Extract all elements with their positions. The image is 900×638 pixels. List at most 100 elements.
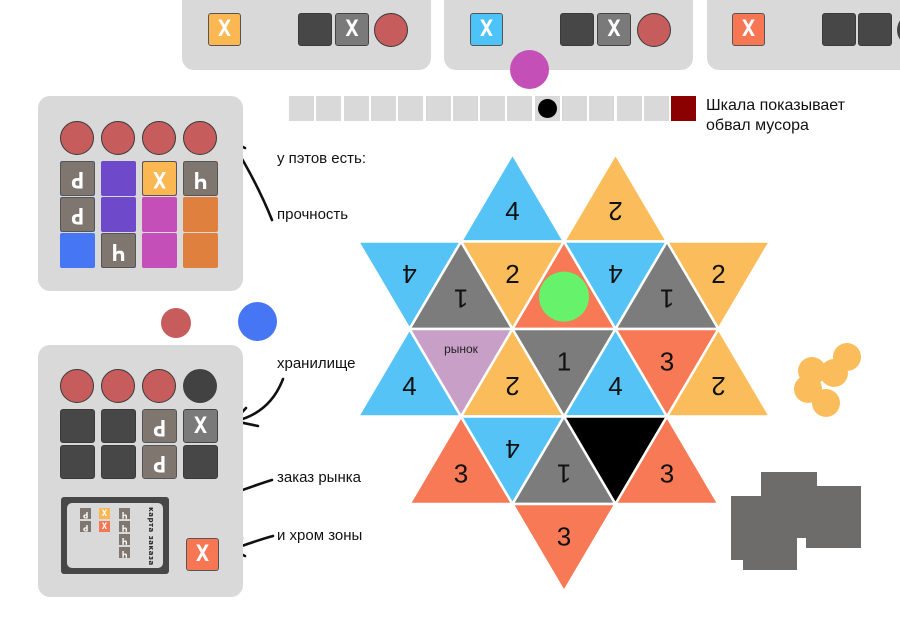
chrome-zone-chip[interactable]: Х — [186, 538, 219, 571]
tile-label: Х — [193, 413, 208, 439]
storage-slot[interactable]: Х — [183, 409, 218, 443]
board-tile[interactable]: 2 — [562, 152, 669, 243]
tile-value: 4 — [402, 371, 416, 401]
track-cell[interactable] — [316, 96, 342, 121]
slot-tile[interactable] — [298, 13, 332, 46]
resource-tile[interactable]: Х — [142, 161, 177, 196]
storage-slot[interactable]: Р — [142, 445, 177, 479]
track-marker[interactable] — [537, 99, 557, 118]
order-item: Ч — [119, 547, 130, 558]
order-item: Ч — [119, 534, 130, 545]
storage-slot[interactable]: Р — [142, 409, 177, 443]
pet-slot[interactable] — [101, 197, 136, 232]
track-cell[interactable] — [480, 96, 506, 121]
tile-value: 4 — [608, 371, 622, 401]
board-tile[interactable]: 2 — [665, 327, 772, 418]
durability-disc — [897, 13, 900, 47]
market-label: рынок — [444, 342, 479, 356]
track-cell[interactable] — [398, 96, 424, 121]
pet-slot[interactable]: Ч — [183, 161, 218, 196]
player-panel-2: X X — [444, 0, 693, 70]
tile-value: 2 — [505, 371, 519, 401]
pet-slot[interactable] — [142, 197, 177, 232]
track-cell[interactable] — [370, 96, 396, 121]
resource-tile[interactable]: Р — [60, 161, 95, 196]
order-item-label: Х — [101, 508, 108, 519]
tile-value: 2 — [505, 259, 519, 289]
track-cell[interactable] — [589, 96, 615, 121]
tile-value: 2 — [711, 371, 725, 401]
rubble-pile[interactable] — [730, 470, 870, 575]
track-cell[interactable] — [289, 96, 314, 121]
order-item: Ч — [119, 521, 130, 532]
storage-slot[interactable] — [101, 409, 136, 443]
pet-slot[interactable]: Ч — [101, 233, 136, 268]
tile-value: 3 — [660, 346, 674, 376]
track-caption-line2: обвал мусора — [706, 117, 809, 134]
scrap-pile[interactable] — [790, 335, 870, 420]
pet-slot[interactable] — [183, 233, 218, 268]
pet-slot[interactable]: Х — [142, 161, 177, 196]
track-cell[interactable] — [562, 96, 587, 121]
market-tile[interactable]: рынок — [408, 327, 514, 418]
chip-label: Х — [195, 542, 210, 567]
chrome-chip-cyan[interactable]: X — [470, 13, 503, 46]
red-token[interactable] — [161, 308, 191, 338]
durability-disc — [60, 121, 94, 155]
slot-tile[interactable] — [858, 13, 892, 46]
storage-slot[interactable] — [183, 445, 218, 479]
resource-tile[interactable]: Р — [60, 197, 95, 232]
track-end-cell[interactable] — [671, 96, 697, 121]
resource-tile[interactable]: Ч — [183, 161, 218, 196]
track-cell[interactable] — [643, 96, 669, 121]
pet-slot[interactable]: Р — [60, 197, 95, 232]
storage-slot[interactable] — [101, 445, 136, 479]
track-cell[interactable] — [343, 96, 369, 121]
resource-tile[interactable]: Ч — [101, 233, 136, 268]
pet-slot[interactable] — [142, 233, 177, 268]
durability-label: прочность — [277, 206, 349, 223]
order-item: Р — [80, 508, 91, 519]
green-token[interactable] — [539, 271, 589, 322]
chip-label: X — [741, 17, 756, 42]
pet-slot[interactable] — [101, 161, 136, 196]
durability-disc — [142, 369, 176, 403]
track-cell[interactable] — [452, 96, 478, 121]
board-tile[interactable]: 3 — [511, 502, 617, 593]
track-cell[interactable] — [534, 96, 560, 121]
chrome-chip-yellow[interactable]: X — [208, 13, 241, 46]
tile-value: 1 — [660, 283, 674, 313]
pet-slot[interactable] — [183, 197, 218, 232]
pet-slot[interactable] — [60, 233, 95, 268]
pet-slot[interactable]: Р — [60, 161, 95, 196]
scrap-coin — [812, 389, 840, 417]
rubble-shape — [731, 472, 861, 570]
magenta-token[interactable] — [510, 50, 549, 89]
slot-tile[interactable]: X — [597, 13, 631, 46]
slot-tile[interactable] — [822, 13, 856, 46]
blue-token[interactable] — [238, 302, 277, 341]
board-tile[interactable]: 2 — [665, 240, 772, 331]
tile-shape — [665, 240, 772, 331]
player-panel-3: X — [707, 0, 900, 70]
board-tile[interactable]: 4 — [459, 152, 566, 243]
tile-value: 1 — [557, 346, 571, 376]
track-cell[interactable] — [616, 96, 642, 121]
track-cell[interactable] — [425, 96, 451, 121]
chrome-chip-orange[interactable]: X — [732, 13, 765, 46]
slot-tile[interactable] — [560, 13, 594, 46]
storage-slot[interactable] — [60, 409, 95, 443]
track-cell[interactable] — [507, 96, 533, 121]
tile-shape — [665, 327, 772, 418]
tile-value: 4 — [608, 259, 622, 289]
market-order-label: заказ рынка — [277, 469, 361, 486]
intro-label: у пэтов есть: — [277, 150, 366, 167]
durability-disc — [101, 121, 135, 155]
board-tile[interactable]: 3 — [614, 415, 720, 506]
board-tile[interactable]: 3 — [408, 415, 514, 506]
tile-label: X — [345, 17, 359, 42]
slot-tile[interactable]: X — [335, 13, 369, 46]
storage-slot[interactable] — [60, 445, 95, 479]
